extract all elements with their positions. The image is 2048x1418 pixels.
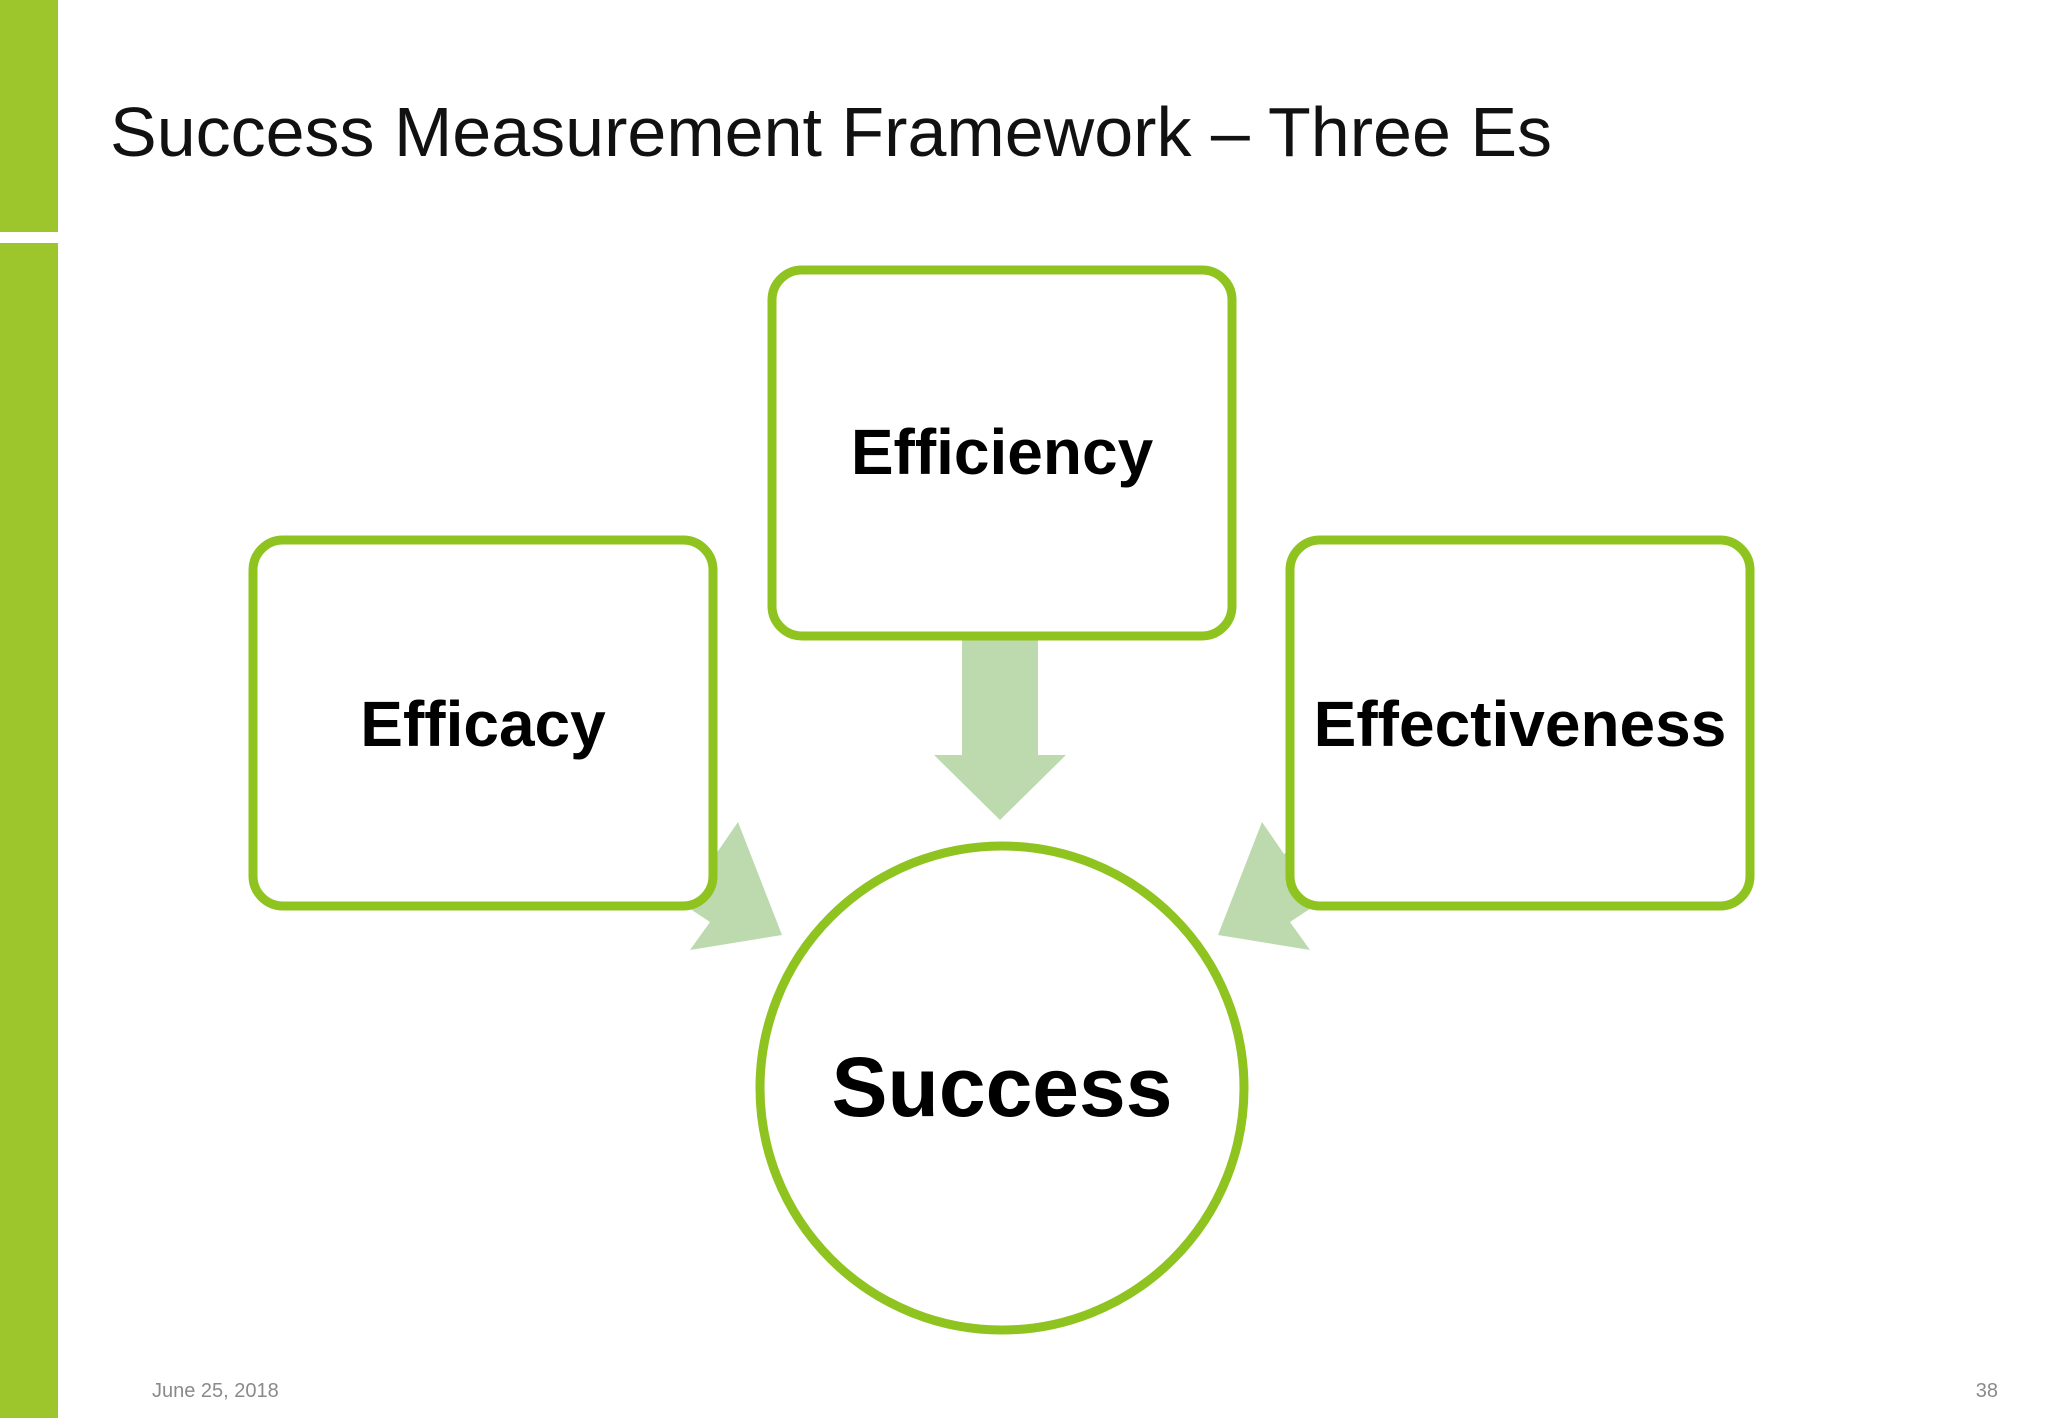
node-label-efficacy: Efficacy — [360, 688, 606, 760]
node-label-success: Success — [832, 1040, 1173, 1134]
arrow-efficiency-to-success — [934, 634, 1066, 820]
node-effectiveness: Effectiveness — [1285, 535, 1755, 911]
node-label-efficiency: Efficiency — [851, 416, 1154, 488]
accent-bar-top — [0, 0, 58, 232]
node-efficiency: Efficiency — [767, 265, 1237, 641]
accent-bar-bottom — [0, 243, 58, 1418]
node-label-effectiveness: Effectiveness — [1314, 688, 1727, 760]
slide-title: Success Measurement Framework – Three Es — [110, 93, 1553, 171]
page-number: 38 — [1975, 1380, 1998, 1402]
footer-date: June 25, 2018 — [152, 1380, 279, 1402]
node-success: Success — [755, 841, 1249, 1335]
node-efficacy: Efficacy — [248, 535, 718, 911]
